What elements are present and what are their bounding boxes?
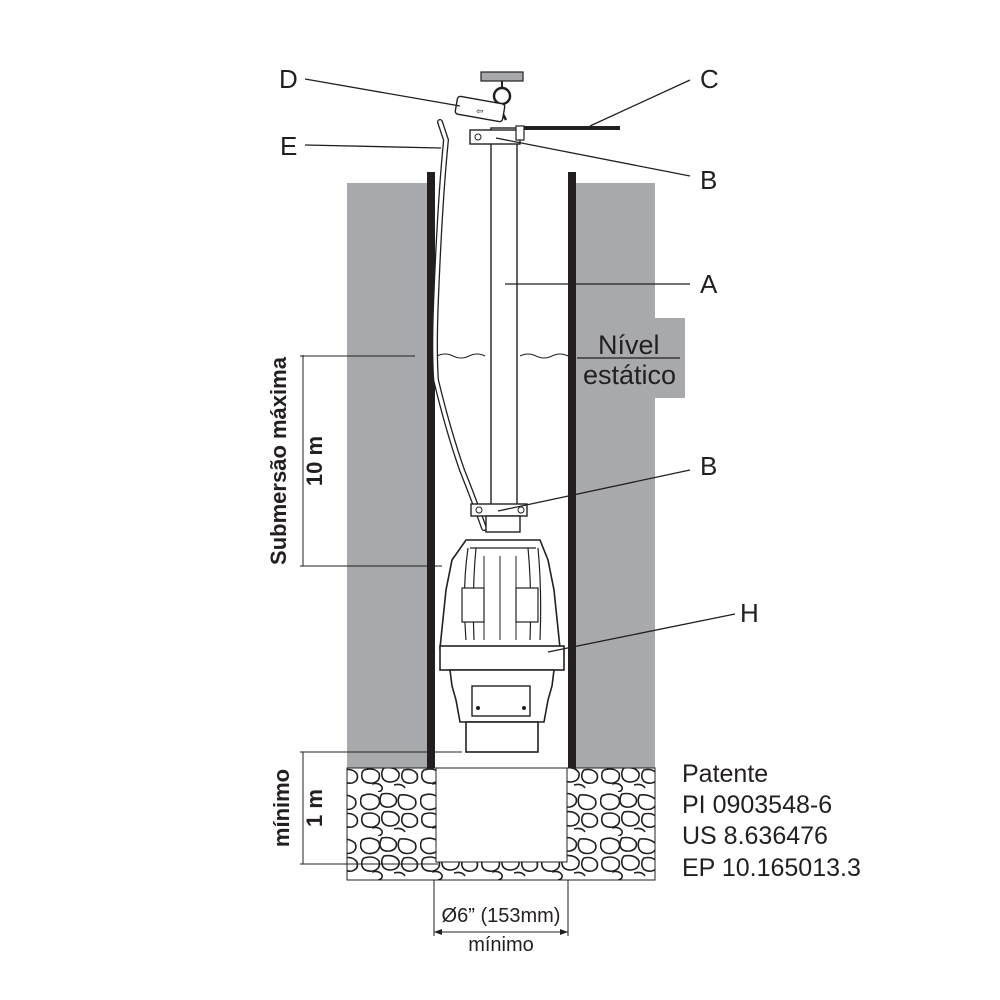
patent-line-ep: EP 10.165013.3 (682, 854, 861, 882)
label-h: H (740, 598, 759, 628)
submersion-label: Submersão máxima (266, 356, 291, 565)
patent-line-us: US 8.636476 (682, 822, 828, 850)
well-bore-bottom (435, 767, 568, 863)
static-level-line2: estático (583, 360, 676, 390)
patent-title: Patente (682, 760, 768, 788)
drop-pipe (490, 127, 518, 507)
submersion-value: 10 m (302, 436, 327, 486)
svg-text:⇦: ⇦ (476, 106, 484, 116)
label-a: A (700, 269, 718, 299)
pump-h (439, 515, 565, 753)
water-level-line (436, 353, 569, 359)
bracket-b-bottom (470, 503, 528, 517)
casing-left (427, 172, 435, 768)
ceiling-mount (480, 71, 524, 82)
label-d: D (279, 64, 298, 94)
min-depth-value: 1 m (302, 789, 327, 827)
label-b-top: B (700, 165, 717, 195)
label-c: C (700, 64, 719, 94)
diameter-qualifier: mínimo (468, 934, 534, 956)
casing-right (568, 172, 576, 768)
bracket-b-top (469, 129, 521, 145)
label-e: E (280, 131, 297, 161)
min-depth-label: mínimo (269, 769, 294, 847)
soil-left (347, 183, 427, 768)
label-b-bottom: B (700, 451, 717, 481)
soil-right (576, 183, 685, 768)
static-level-line1: Nível (598, 330, 660, 360)
patent-line-pi: PI 0903548-6 (682, 791, 832, 819)
diameter-value: Ø6” (153mm) (442, 905, 561, 927)
hook-icon (492, 86, 512, 106)
